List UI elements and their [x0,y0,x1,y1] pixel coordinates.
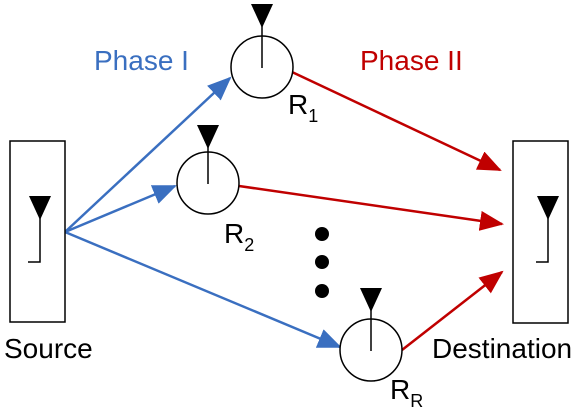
source-node [9,140,66,323]
antenna-icon [536,196,559,263]
relay-2-node [176,125,240,215]
link-source-relayR [64,230,342,349]
link-source-relay2 [64,184,177,234]
ellipsis-dots [315,227,329,298]
antenna-icon [251,4,273,68]
dot [315,284,329,298]
relay-r-label: RR [390,374,423,411]
source-box [9,140,66,323]
destination-box [512,140,569,324]
dot [315,255,329,269]
destination-node [512,140,569,324]
relay-2-label: R2 [224,218,254,255]
link-relayR-destination [401,270,504,351]
dot [315,227,329,241]
source-label: Source [4,333,93,364]
link-relay2-destination [238,184,504,231]
destination-label: Destination [432,333,572,364]
relay-1-node [230,4,294,99]
antenna-icon [360,288,382,351]
link-relay1-destination [291,70,502,172]
phase2-links [238,70,504,351]
phase1-links [64,76,342,349]
phase1-label: Phase I [94,45,189,76]
phase2-label: Phase II [360,45,463,76]
antenna-icon [197,125,219,184]
relay-1-label: R1 [288,89,318,126]
antenna-icon [28,196,51,263]
link-source-relay1 [64,76,232,233]
relay-r-node [339,288,403,382]
